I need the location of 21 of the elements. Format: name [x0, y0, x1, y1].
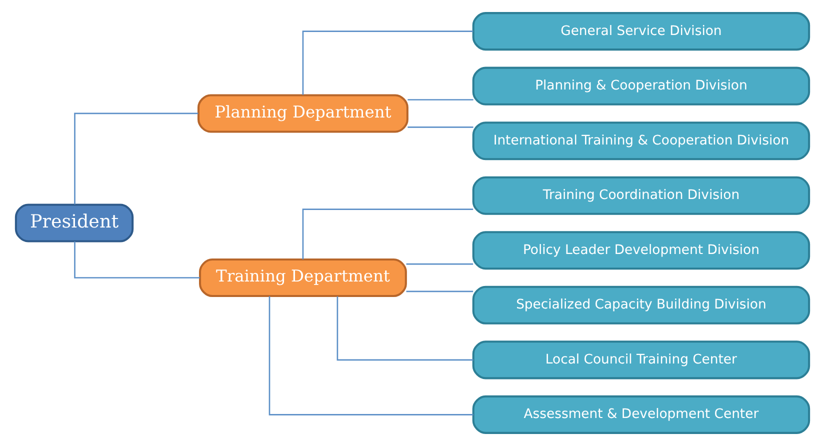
node-box: Assessment & Development Center	[472, 394, 810, 434]
connector	[336, 296, 473, 360]
node-box: Local Council Training Center	[472, 340, 810, 379]
node-box: Policy Leader Development Division	[472, 230, 810, 270]
connector	[406, 262, 473, 264]
node-box: President	[14, 203, 134, 242]
connector	[302, 30, 473, 94]
connector	[407, 126, 473, 128]
connector	[406, 290, 473, 292]
connector	[302, 208, 473, 259]
node-box: Training Department	[198, 258, 406, 297]
node-box: Planning Department	[196, 94, 408, 132]
connector	[74, 241, 200, 278]
node-box: Training Coordination Division	[472, 176, 810, 214]
node-box: General Service Division	[472, 12, 810, 50]
connector	[407, 98, 473, 100]
node-box: International Training & Cooperation Division	[472, 121, 810, 160]
connector	[268, 296, 473, 415]
connector	[74, 112, 198, 204]
node-box: Specialized Capacity Building Division	[472, 285, 810, 324]
node-box: Planning & Cooperation Division	[472, 66, 810, 105]
